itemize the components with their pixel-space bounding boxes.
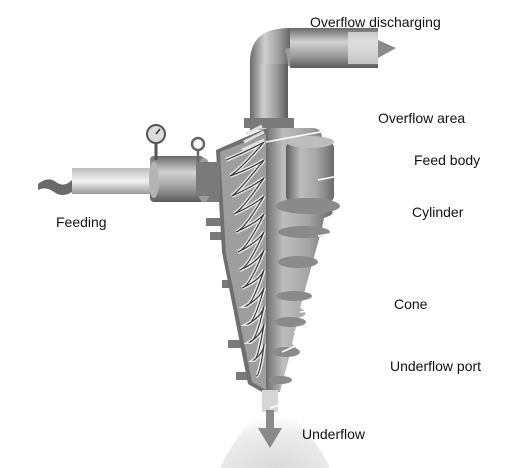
label-underflow-port: Underflow port: [390, 358, 481, 374]
label-underflow: Underflow: [302, 426, 365, 442]
overflow-arrow-icon: [378, 40, 396, 58]
label-cone: Cone: [394, 296, 427, 312]
label-feeding: Feeding: [56, 214, 107, 230]
feed-body-shape: [286, 142, 334, 202]
overflow-pipe: [244, 28, 396, 130]
cutaway-interior: [216, 126, 268, 392]
feed-inlet: [38, 125, 220, 202]
label-feed-body: Feed body: [414, 152, 480, 168]
hydrocyclone-shell: [262, 128, 340, 392]
feeding-arrow-icon: [38, 179, 72, 195]
label-cylinder: Cylinder: [412, 204, 463, 220]
label-overflow-area: Overflow area: [378, 110, 465, 126]
label-overflow-discharging: Overflow discharging: [310, 14, 441, 30]
valve-ring-icon: [192, 138, 204, 150]
